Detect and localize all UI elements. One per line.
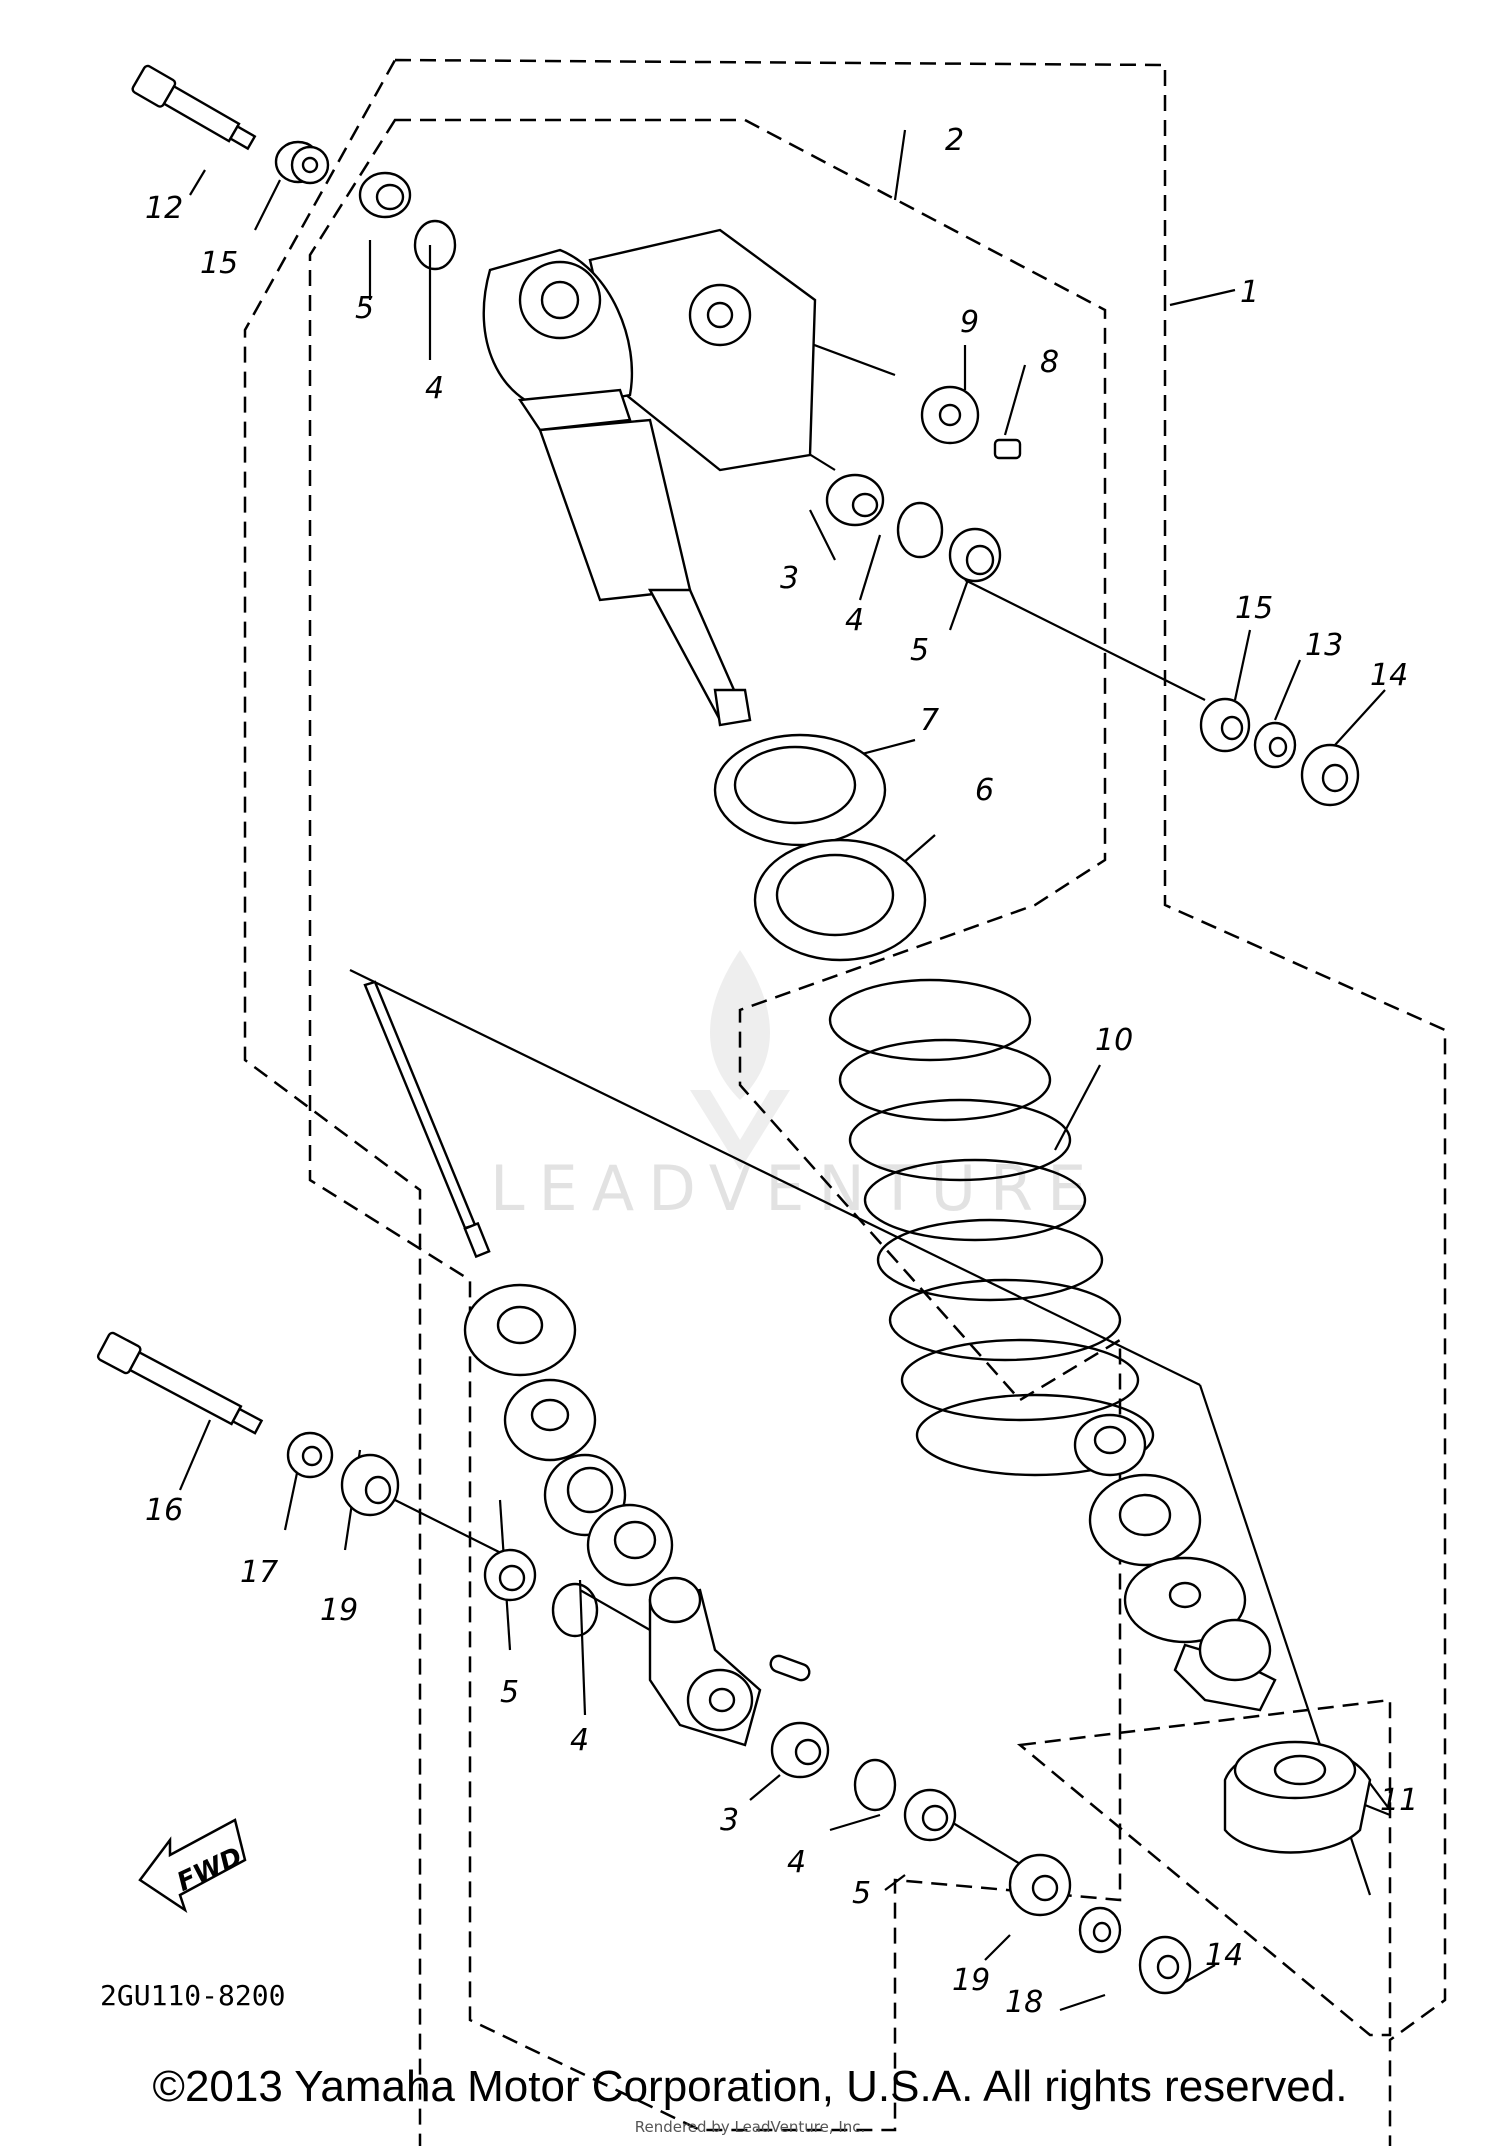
callout-1: 1: [1240, 275, 1259, 310]
part-lower-clevis: [648, 1576, 811, 1747]
callout-10: 10: [1095, 1023, 1133, 1058]
callout-2: 2: [945, 123, 964, 158]
part-12-bolt: [131, 64, 257, 151]
part-spring-seat-stack: [1073, 1413, 1277, 1712]
part-15-collar: [274, 140, 330, 185]
boundary-assembly-2: [308, 118, 1122, 2132]
callout-12: 12: [145, 191, 183, 226]
part-rod: [363, 980, 491, 1259]
callout-5: 5: [852, 1876, 871, 1911]
copyright-notice: ©2013 Yamaha Motor Corporation, U.S.A. A…: [152, 2062, 1348, 2111]
part-13-washer: [1253, 721, 1297, 769]
parts: [96, 64, 1372, 1995]
part-5-bearing: [358, 171, 412, 219]
part-15-collar: [1199, 697, 1251, 753]
callout-13: 13: [1305, 628, 1343, 663]
part-14-nut: [1138, 1935, 1192, 1995]
watermark-text: LEADVENTURE: [490, 1152, 1100, 1225]
callout-15: 15: [200, 246, 238, 281]
part-6-ring-nut: [753, 838, 927, 962]
part-11-cover: [1223, 1740, 1372, 1854]
callout-17: 17: [240, 1555, 278, 1590]
diagram-code: 2GU110-8200: [100, 1979, 285, 2012]
callout-labels: 1 2 3 4 5 5 4 6 7 8 9 10 11 12 13 14 15 …: [145, 123, 1418, 2020]
callout-5: 5: [910, 633, 929, 668]
callout-4: 4: [787, 1845, 806, 1880]
part-3-bushing: [825, 473, 885, 527]
boundary-assembly-11: [1016, 1698, 1392, 2037]
watermark-flame-icon: [710, 950, 770, 1100]
callout-4: 4: [425, 371, 444, 406]
part-4-circlip: [853, 1758, 897, 1812]
part-14-nut: [1300, 743, 1360, 807]
part-10-spring: [828, 978, 1155, 1477]
callout-18: 18: [1005, 1985, 1043, 2020]
callout-15: 15: [1235, 591, 1273, 626]
assembly-boundaries: [243, 58, 1447, 2146]
part-8-screw: [993, 438, 1022, 460]
part-4-circlip: [896, 501, 944, 559]
part-4-circlip: [551, 1582, 599, 1638]
part-4-circlip: [413, 219, 457, 271]
callout-5: 5: [500, 1675, 519, 1710]
callout-19: 19: [320, 1593, 358, 1628]
callout-19: 19: [952, 1963, 990, 1998]
part-18-washer: [1078, 1906, 1122, 1954]
callout-16: 16: [145, 1493, 183, 1528]
callout-9: 9: [960, 305, 979, 340]
part-5-bearing: [903, 1788, 957, 1842]
part-lower-stack: [463, 1283, 674, 1587]
rendered-by-notice: Rendered by LeadVenture, Inc.: [634, 2118, 866, 2136]
callout-11: 11: [1380, 1783, 1418, 1818]
fwd-arrow-icon: FWD: [138, 1818, 247, 1914]
part-19-collar: [1008, 1853, 1072, 1917]
callout-4: 4: [845, 603, 864, 638]
part-2-shock-body: [482, 228, 817, 727]
callout-3: 3: [720, 1803, 739, 1838]
part-16-bolt: [96, 1331, 264, 1435]
callout-6: 6: [975, 773, 994, 808]
part-7-ring-nut: [713, 733, 887, 847]
callout-3: 3: [780, 561, 799, 596]
part-5-bearing: [948, 527, 1002, 583]
callout-4: 4: [570, 1723, 589, 1758]
callout-14: 14: [1370, 658, 1408, 693]
part-17-washer: [286, 1431, 334, 1479]
part-9-adjuster: [920, 385, 980, 445]
part-3-bushing: [770, 1721, 830, 1779]
part-5-bearing: [483, 1548, 537, 1602]
callout-5: 5: [355, 291, 374, 326]
callout-7: 7: [920, 703, 939, 738]
watermark: LEADVENTURE: [490, 950, 1100, 1225]
callout-14: 14: [1205, 1938, 1243, 1973]
watermark-v-icon: [690, 1090, 790, 1170]
part-19-collar: [340, 1453, 400, 1517]
callout-8: 8: [1040, 345, 1059, 380]
